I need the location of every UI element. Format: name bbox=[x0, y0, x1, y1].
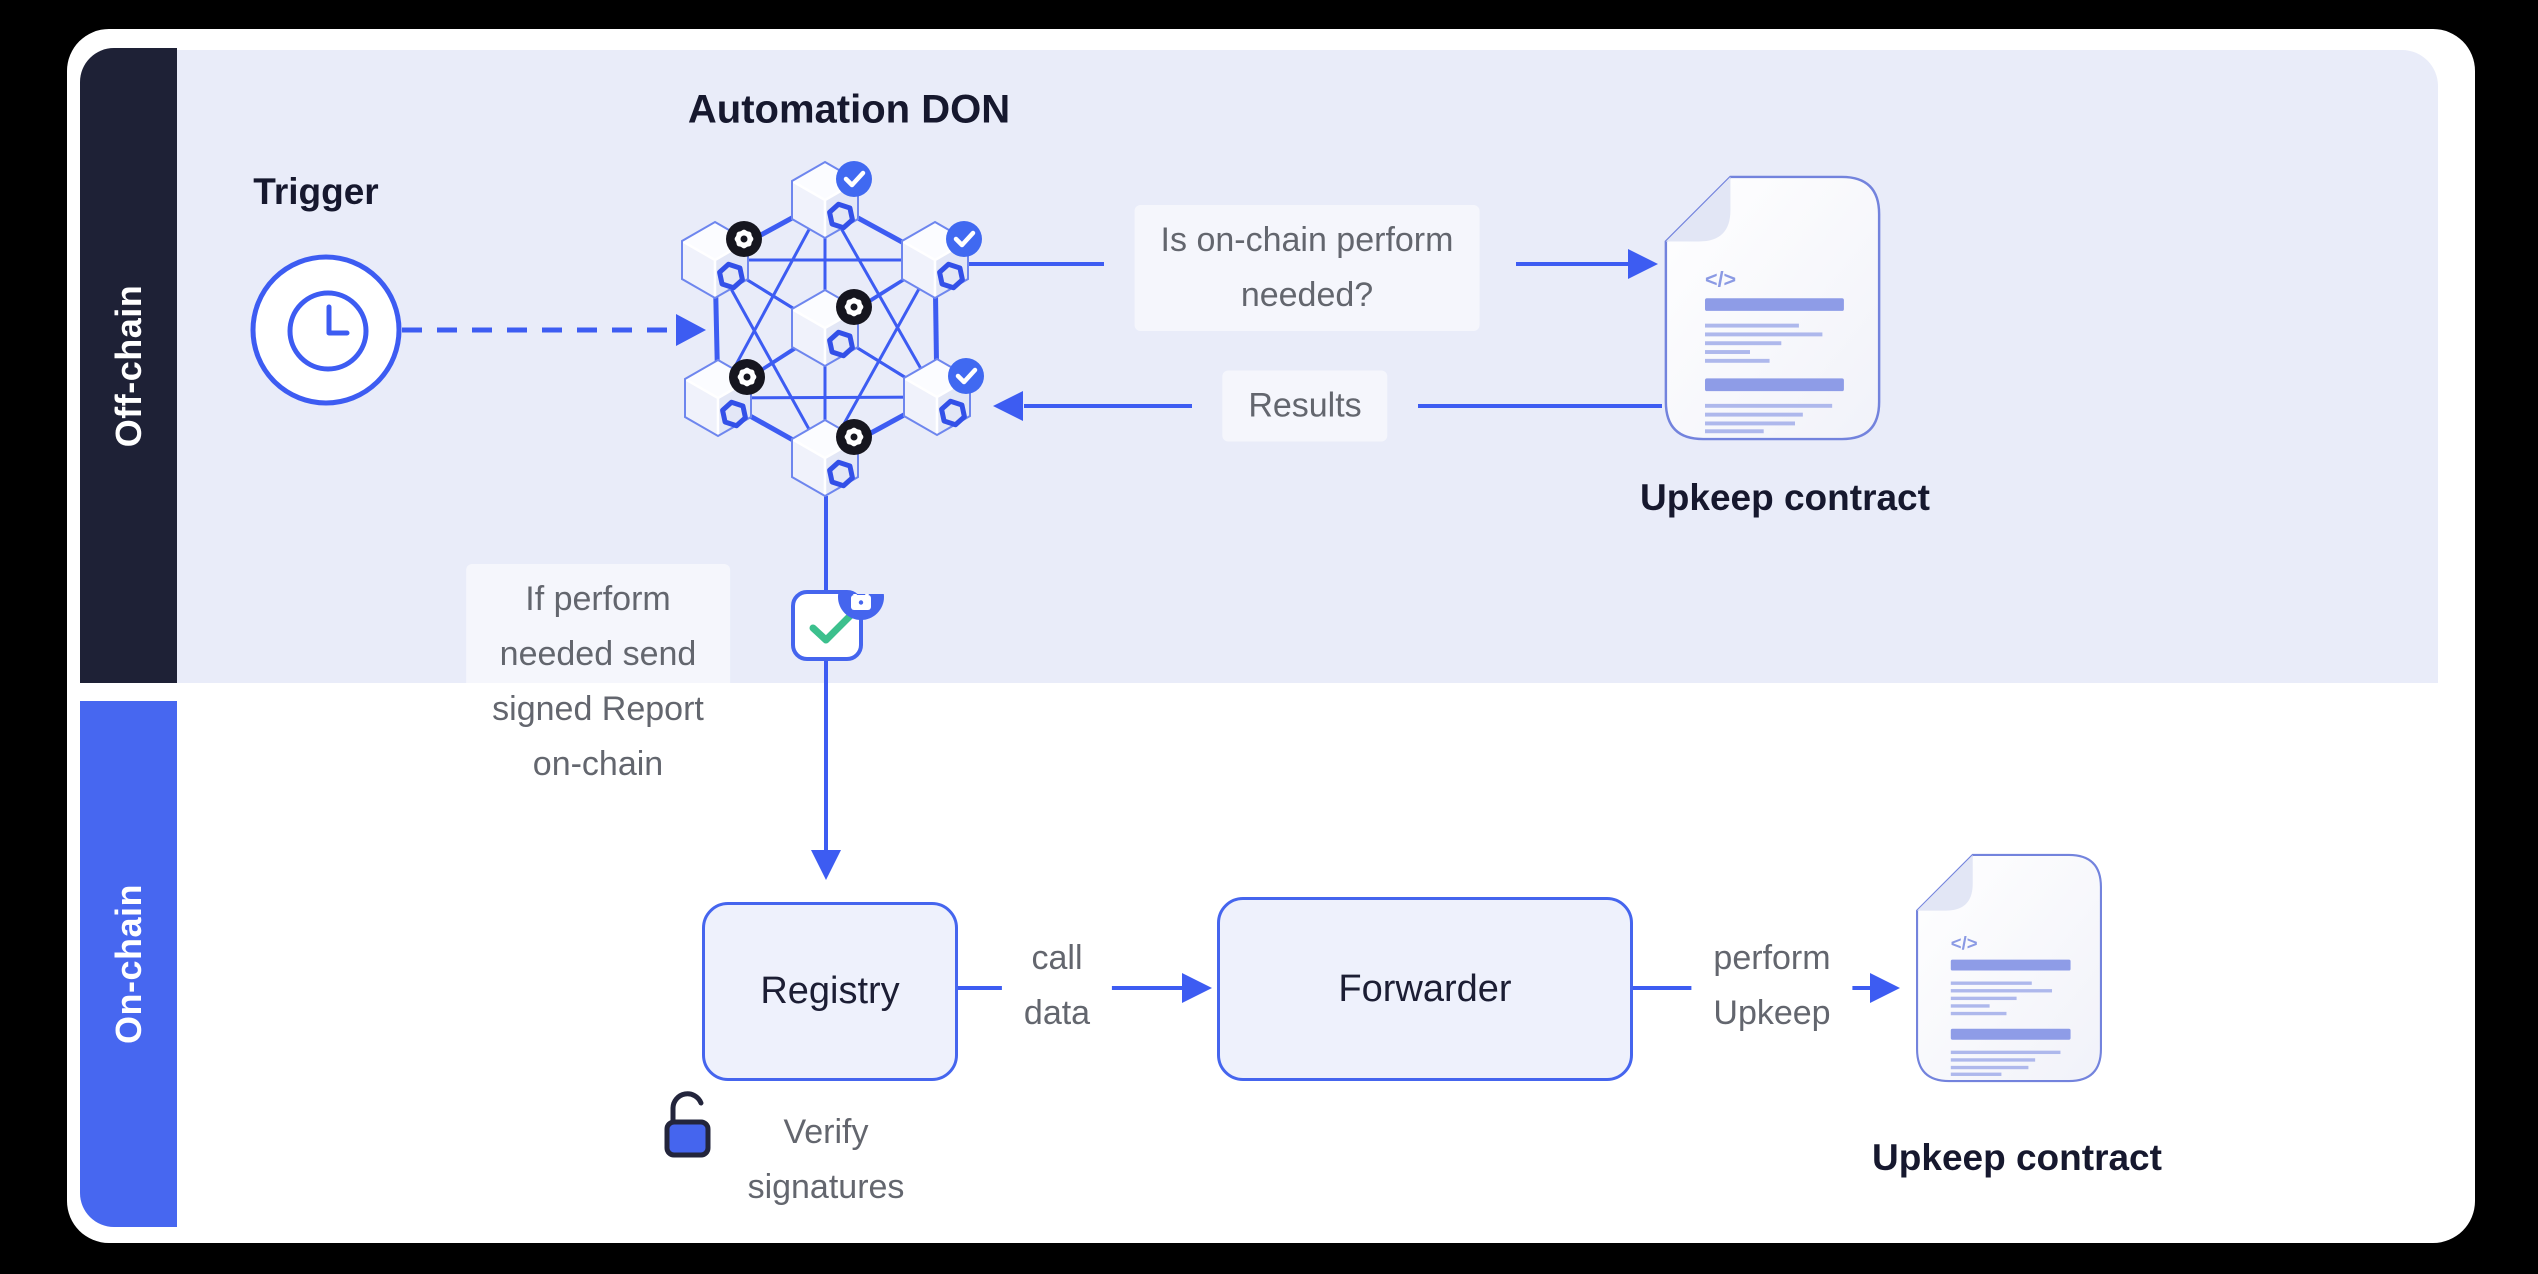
upkeep-contract-label: Upkeep contract bbox=[1640, 477, 1930, 518]
trigger-label: Trigger bbox=[253, 171, 379, 212]
don-node bbox=[791, 288, 872, 368]
gear-badge-icon bbox=[836, 289, 872, 325]
on-chain-label: On-chain bbox=[107, 883, 149, 1045]
on-chain-sidebar: On-chain bbox=[80, 701, 177, 1227]
registry-label: Registry bbox=[760, 970, 900, 1012]
don-node bbox=[684, 358, 765, 438]
gear-badge-icon bbox=[726, 221, 762, 257]
upkeep-contract-label: Upkeep contract bbox=[1872, 1137, 2162, 1178]
unlock-icon bbox=[664, 1091, 711, 1158]
call-data-label: call data bbox=[1001, 925, 1113, 1047]
clock-icon bbox=[250, 254, 402, 406]
registry-box: Registry bbox=[702, 902, 958, 1081]
chainlink-icon bbox=[827, 201, 855, 231]
upkeep-contract-document-icon bbox=[1912, 830, 2106, 1106]
don-network-graphic bbox=[681, 160, 984, 498]
don-node bbox=[791, 418, 872, 498]
don-edge bbox=[823, 199, 939, 398]
green-check-icon bbox=[809, 612, 854, 644]
don-edge bbox=[713, 259, 827, 459]
don-node bbox=[903, 357, 984, 437]
chainlink-icon bbox=[827, 329, 855, 359]
perform-upkeep-label: perform Upkeep bbox=[1691, 925, 1853, 1047]
forwarder-label: Forwarder bbox=[1338, 967, 1512, 1010]
off-chain-panel bbox=[90, 50, 2438, 683]
results-label: Results bbox=[1222, 370, 1388, 442]
gear-badge-icon bbox=[729, 359, 765, 395]
verify-signatures-label: Verify signatures bbox=[747, 1113, 905, 1206]
chainlink-icon bbox=[720, 399, 748, 429]
gear-badge-icon bbox=[836, 419, 872, 455]
upkeep-contract-document-icon bbox=[1660, 171, 1885, 445]
check-lock-icon bbox=[809, 594, 884, 644]
report-note: If perform needed send signed Report on-… bbox=[466, 564, 730, 800]
check-badge-icon bbox=[836, 161, 872, 197]
chainlink-icon bbox=[937, 261, 965, 291]
chainlink-icon bbox=[939, 398, 967, 428]
check-badge-icon bbox=[948, 358, 984, 394]
forwarder-box: Forwarder bbox=[1217, 897, 1633, 1081]
don-node bbox=[901, 220, 982, 300]
off-chain-label: Off-chain bbox=[107, 284, 149, 447]
off-chain-sidebar: Off-chain bbox=[80, 48, 177, 683]
don-edge bbox=[717, 395, 938, 400]
chainlink-icon bbox=[827, 459, 855, 489]
don-node bbox=[681, 220, 762, 300]
check-badge-icon bbox=[946, 221, 982, 257]
question-label: Is on-chain perform needed? bbox=[1134, 205, 1480, 331]
don-title: Automation DON bbox=[687, 87, 1011, 132]
chainlink-icon bbox=[717, 261, 745, 291]
don-node bbox=[791, 160, 872, 240]
